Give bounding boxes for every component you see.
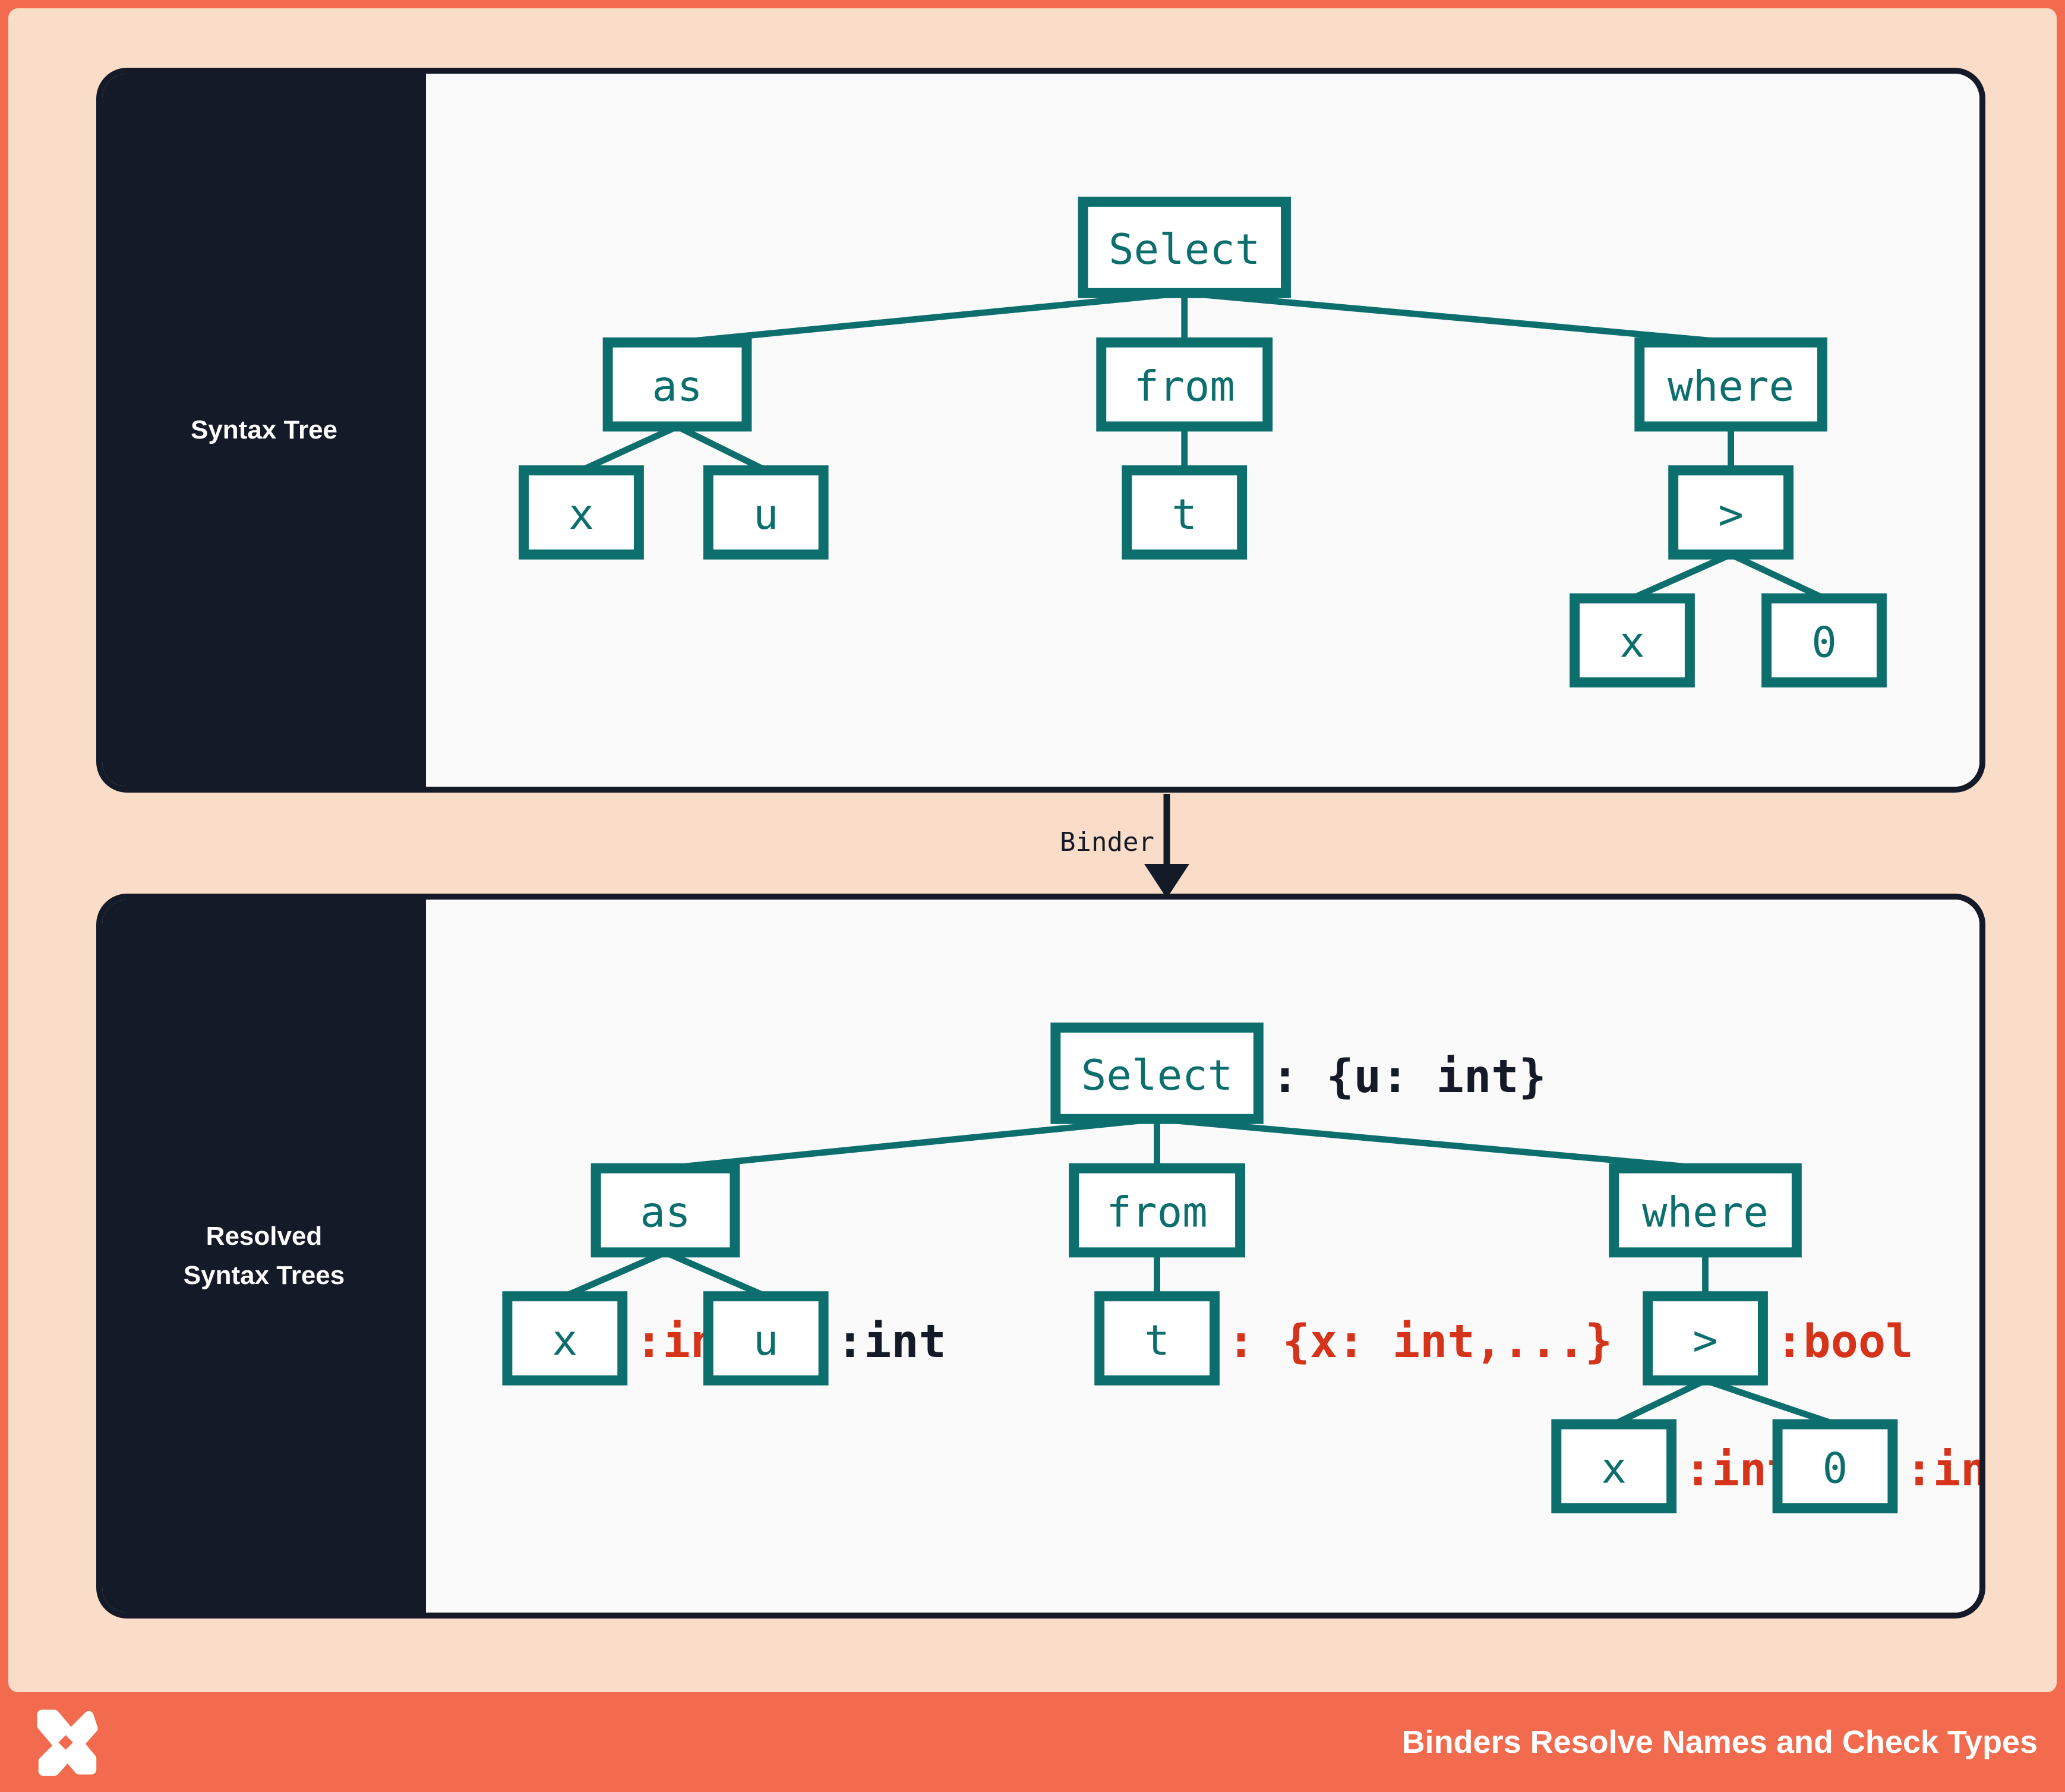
tree-node-box <box>1050 1022 1264 1124</box>
tree-node-label: as <box>640 1188 690 1237</box>
syntax-tree-graphic: Select as from where x u t > x 0 <box>519 196 1887 688</box>
tree-node[interactable]: where <box>1609 1163 1802 1258</box>
tree-node-label: x <box>552 1315 578 1365</box>
tree-node-label: 0 <box>1811 617 1837 667</box>
tree-node-box <box>703 1291 829 1386</box>
tree-node-type-annotation: :int <box>836 1315 946 1368</box>
tree-node[interactable]: u :int <box>703 1291 946 1386</box>
tree-node[interactable]: > <box>1668 465 1794 560</box>
tree-edge <box>665 1115 1158 1172</box>
panel-syntax-tree-sidebar: Syntax Tree <box>102 74 426 787</box>
binder-arrow-icon <box>1144 794 1189 898</box>
tree-node-label: t <box>1172 490 1197 539</box>
tree-node-box <box>502 1291 628 1386</box>
tree-node-type-annotation: :int <box>1905 1443 1979 1496</box>
tree-node-label: from <box>1106 1188 1207 1237</box>
tree-node[interactable]: x:int <box>502 1291 746 1386</box>
tree-node-label: Select <box>1109 225 1261 274</box>
tree-node-label: t <box>1144 1315 1170 1365</box>
tree-node-label: 0 <box>1823 1443 1848 1493</box>
tree-edge <box>675 424 768 474</box>
tree-node-box <box>1609 1163 1802 1258</box>
tree-edge <box>563 1249 667 1299</box>
tree-node-label: x <box>569 490 594 539</box>
tree-node-box <box>1096 337 1273 432</box>
binder-label: Binder <box>1060 827 1154 857</box>
tree-node-label: x <box>1601 1443 1627 1493</box>
tree-node-label: x <box>1619 617 1645 667</box>
tree-edge <box>1612 1377 1707 1427</box>
tree-node-label: from <box>1134 362 1235 411</box>
tree-node-label: Select <box>1081 1050 1233 1100</box>
tree-edge <box>580 423 679 474</box>
x-mark-logo-icon <box>37 1709 98 1776</box>
tree-node-box <box>1643 1291 1768 1386</box>
tree-node[interactable]: Select : {u: int} <box>1050 1022 1546 1124</box>
tree-edge <box>1704 1377 1836 1428</box>
tree-node-box <box>1122 465 1248 560</box>
diagram-canvas: Syntax Tree Select as from where x u t > x 0 Bind… <box>8 8 2057 1692</box>
tree-node-box <box>1078 196 1291 298</box>
tree-edge <box>677 289 1185 346</box>
tree-node-box <box>1551 1419 1677 1514</box>
tree-node-box <box>602 337 752 432</box>
tree-node-box <box>1772 1419 1898 1514</box>
tree-node-type-annotation: : {u: int} <box>1271 1050 1546 1103</box>
tree-node-box <box>1761 593 1887 688</box>
tree-node-type-annotation: : {x: int,...} <box>1227 1315 1612 1368</box>
tree-node-label: as <box>652 362 702 411</box>
binder-transition: Binder <box>971 794 1327 901</box>
tree-node[interactable]: u <box>703 465 829 560</box>
tree-node-box <box>1634 337 1827 432</box>
tree-node[interactable]: Select <box>1078 196 1291 298</box>
tree-node[interactable]: 0 <box>1761 593 1887 688</box>
tree-node[interactable]: from <box>1096 337 1273 432</box>
tree-node[interactable]: where <box>1634 337 1827 432</box>
panel-syntax-tree: Syntax Tree Select as from where x u t > x 0 <box>96 68 1985 793</box>
panel-resolved-syntax-trees-sidebar: Resolved Syntax Trees <box>102 900 426 1613</box>
tree-edge <box>1631 551 1732 601</box>
panel-syntax-tree-label: Syntax Tree <box>190 415 338 444</box>
tree-node-label: > <box>1718 490 1744 539</box>
tree-node[interactable]: as <box>602 337 752 432</box>
tree-node[interactable]: x <box>519 465 644 560</box>
tree-node-box <box>1094 1291 1220 1386</box>
tree-node[interactable]: t : {x: int,...} <box>1094 1291 1613 1386</box>
tree-node[interactable]: as <box>591 1163 740 1258</box>
tree-node-label: u <box>753 1315 779 1365</box>
tree-node-box <box>1668 465 1794 560</box>
tree-node[interactable]: > :bool <box>1643 1291 1914 1386</box>
tree-node-box <box>1069 1163 1246 1258</box>
tree-node-label: where <box>1668 362 1794 411</box>
tree-node-type-annotation: :bool <box>1776 1315 1914 1368</box>
tree-node-label: u <box>753 490 779 539</box>
tree-node-label: > <box>1693 1315 1718 1365</box>
tree-node[interactable]: 0 :int <box>1772 1419 1979 1514</box>
panel-syntax-tree-body: Select as from where x u t > x 0 <box>426 74 1979 787</box>
tree-node[interactable]: from <box>1069 1163 1246 1258</box>
footer-bar: Binders Resolve Names and Check Types <box>0 1692 2065 1792</box>
tree-edge <box>1184 289 1732 346</box>
tree-edge <box>1157 1115 1706 1172</box>
tree-edge <box>664 1249 768 1299</box>
tree-node-box <box>591 1163 740 1258</box>
tree-node[interactable]: x <box>1570 593 1695 688</box>
tree-node-box <box>703 465 829 560</box>
tree-node[interactable]: t <box>1122 465 1248 560</box>
footer-caption: Binders Resolve Names and Check Types <box>1401 1724 2038 1760</box>
tree-node[interactable]: x:int <box>1551 1419 1795 1514</box>
tree-node-box <box>1570 593 1695 688</box>
tree-node-label: where <box>1642 1188 1769 1237</box>
panel-resolved-syntax-trees-label: Resolved Syntax Trees <box>183 1222 345 1290</box>
tree-node-box <box>519 465 644 560</box>
panel-resolved-syntax-trees: Resolved Syntax Trees Select : {u: int} as… <box>96 894 1985 1619</box>
tree-edge <box>1729 551 1826 601</box>
